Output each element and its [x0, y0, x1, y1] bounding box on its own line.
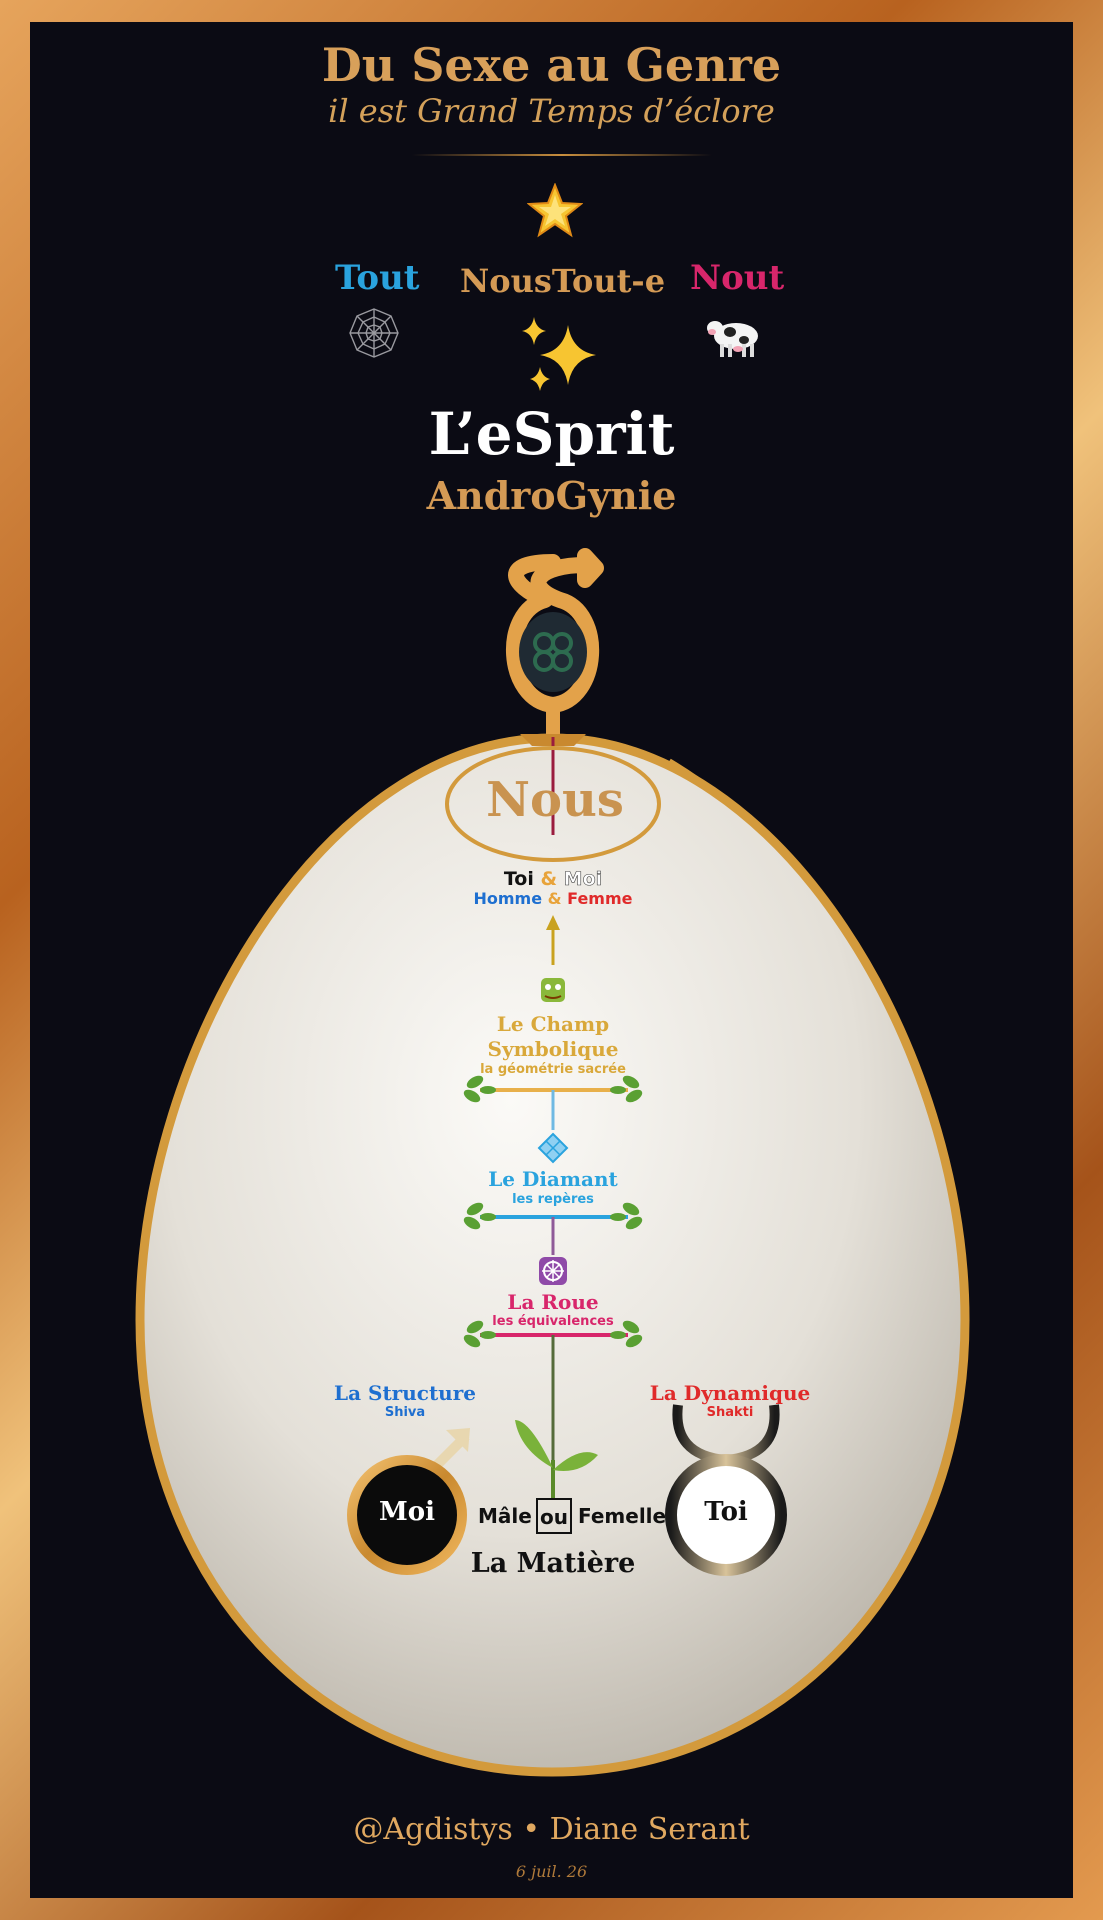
label-noustoute: NousTout-e	[460, 262, 666, 300]
cow-icon	[707, 321, 758, 357]
star-icon	[527, 183, 583, 238]
ou-label: ou	[540, 1505, 568, 1529]
laurel-icons	[463, 1075, 643, 1348]
dharma-wheel-icon	[539, 1257, 567, 1285]
male-symbol-icon	[347, 1428, 470, 1575]
diamond-icon	[537, 1132, 569, 1164]
champ-line1: Le Champ	[496, 1012, 610, 1036]
moi-word: Moi	[563, 868, 603, 891]
esprit-title: L’eSprit	[428, 400, 675, 468]
champ-line2: Symbolique	[487, 1037, 619, 1061]
label-nout: Nout	[690, 258, 785, 298]
delta-glyph-icon	[506, 548, 604, 835]
page-title: Du Sexe au Genre	[321, 38, 782, 92]
ampersand: &	[540, 868, 558, 890]
structure-title: La Structure	[334, 1381, 476, 1405]
dynamique-sub: Shakti	[706, 1405, 754, 1420]
androgynie-subtitle: AndroGynie	[426, 473, 677, 518]
seedling-icon	[515, 1420, 598, 1500]
dragon-icon	[541, 978, 565, 1002]
toi-word: Toi	[503, 868, 534, 890]
nous-label: Nous	[486, 772, 624, 828]
roue-title: La Roue	[507, 1290, 599, 1314]
label-tout: Tout	[335, 258, 420, 298]
structure-sub: Shiva	[384, 1405, 426, 1420]
moi-circle-label: Moi	[379, 1497, 435, 1527]
diamant-title: Le Diamant	[488, 1167, 618, 1191]
ou-box	[536, 1498, 572, 1534]
champ-sub: la géométrie sacrée	[480, 1062, 626, 1077]
page-subtitle: il est Grand Temps d’éclore	[328, 92, 775, 130]
sparkles-icon	[522, 317, 596, 391]
female-symbol-icon	[665, 1404, 787, 1640]
title-divider	[412, 154, 712, 156]
date-line: 6 juil. 26	[515, 1862, 588, 1881]
nous-ellipse	[445, 746, 661, 862]
ampersand: &	[547, 889, 562, 908]
homme-femme-line: Homme & Femme	[440, 889, 666, 908]
credit-line: @Agdistys • Diane Serant	[353, 1812, 750, 1847]
roue-sub: les équivalences	[492, 1314, 614, 1329]
male-label: Mâle	[478, 1504, 532, 1528]
femelle-label: Femelle	[578, 1504, 667, 1528]
femme-word: Femme	[567, 889, 633, 908]
homme-word: Homme	[473, 889, 543, 908]
diamant-sub: les repères	[512, 1192, 594, 1207]
matiere-label: La Matière	[470, 1548, 636, 1579]
spider-web-icon	[349, 308, 399, 358]
dynamique-title: La Dynamique	[649, 1381, 811, 1405]
toi-moi-line: Toi & Moi	[440, 868, 666, 891]
toi-circle-label: Toi	[704, 1497, 748, 1527]
